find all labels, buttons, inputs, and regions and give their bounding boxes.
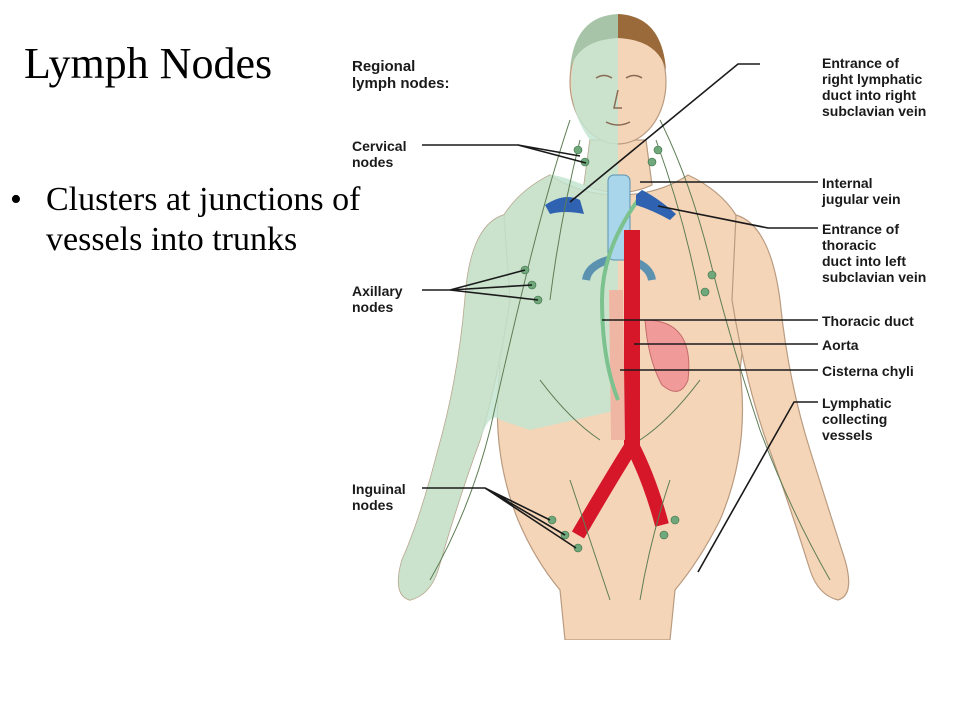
- regional-nodes-heading: Regional lymph nodes:: [352, 58, 450, 92]
- stomach: [644, 319, 690, 392]
- cervical-nodes-label: Cervical nodes: [352, 138, 407, 170]
- face: [595, 74, 643, 126]
- body-illustration: [397, 14, 850, 641]
- bullet-list: • Clusters at junctions of vessels into …: [10, 180, 406, 260]
- hair-left: [570, 14, 618, 70]
- thoracic-duct-entrance-label: Entrance of thoracic duct into left subc…: [822, 221, 927, 285]
- subclavian-veins: [545, 190, 676, 220]
- bullet-marker: •: [10, 181, 22, 218]
- right-lymphatic-duct-label: Entrance of right lymphatic duct into ri…: [822, 55, 927, 119]
- hair: [618, 14, 666, 70]
- thoracic-duct: [599, 198, 640, 401]
- lymph-nodes: [520, 145, 717, 553]
- aorta-label: Aorta: [822, 337, 859, 353]
- internal-jugular-vein-label: Internal jugular vein: [822, 175, 901, 207]
- thoracic-duct-label: Thoracic duct: [822, 313, 914, 329]
- bullet-text: Clusters at junctions of vessels into tr…: [46, 181, 361, 258]
- leader-lines: [422, 63, 818, 573]
- lymphatic-collecting-vessels-label: Lymphatic collecting vessels: [822, 395, 892, 443]
- right-drainage-region: [398, 20, 618, 600]
- cisterna-chyli-label: Cisterna chyli: [822, 363, 914, 379]
- bullet-item: • Clusters at junctions of vessels into …: [10, 180, 406, 260]
- inguinal-nodes-label: Inguinal nodes: [352, 481, 406, 513]
- slide-title: Lymph Nodes: [24, 39, 273, 88]
- lymph-vessel-network: [429, 119, 831, 601]
- esophagus: [609, 289, 625, 441]
- axillary-nodes-label: Axillary nodes: [352, 283, 403, 315]
- lymphatic-system-diagram: Regional lymph nodes: Cervical nodes Axi…: [340, 0, 960, 641]
